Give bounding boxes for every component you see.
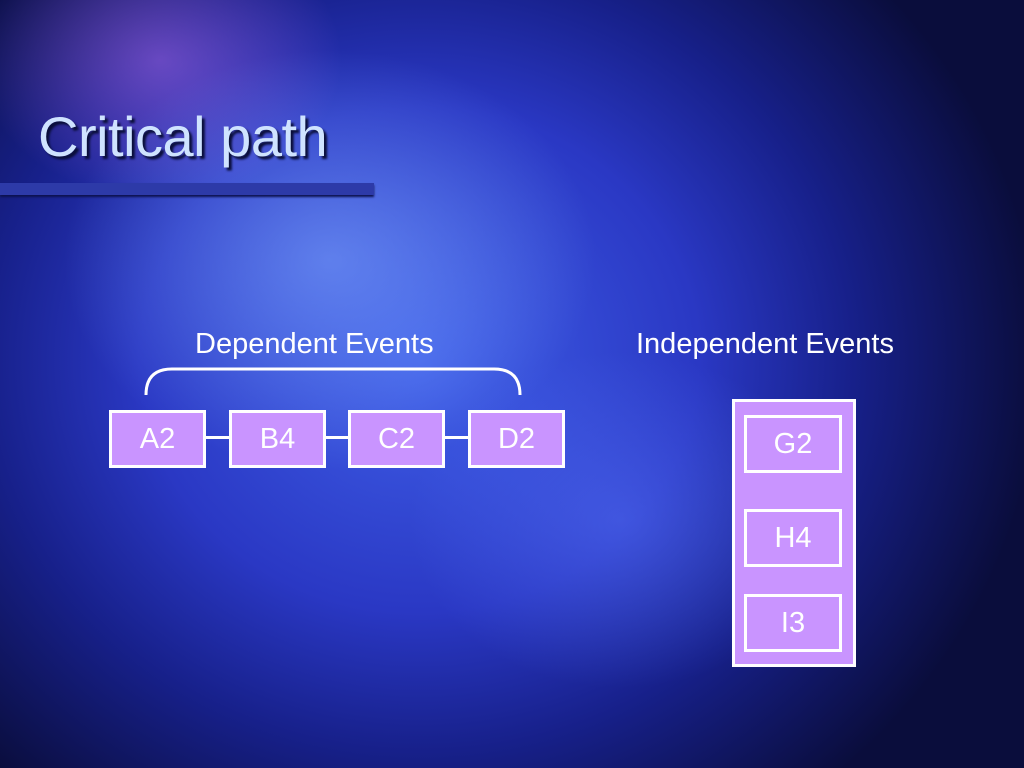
node-d2: D2: [468, 410, 565, 468]
independent-events-label: Independent Events: [636, 328, 894, 360]
page-title: Critical path: [38, 105, 328, 168]
connector-b4-c2: [326, 436, 348, 439]
node-g2: G2: [744, 415, 842, 473]
brace-curve: [144, 367, 522, 396]
node-b4: B4: [229, 410, 326, 468]
connector-a2-b4: [206, 436, 229, 439]
title-underline: [0, 183, 374, 195]
node-h4: H4: [744, 509, 842, 567]
node-a2: A2: [109, 410, 206, 468]
node-i3: I3: [744, 594, 842, 652]
dependent-events-label: Dependent Events: [195, 328, 434, 360]
connector-c2-d2: [445, 436, 468, 439]
node-c2: C2: [348, 410, 445, 468]
